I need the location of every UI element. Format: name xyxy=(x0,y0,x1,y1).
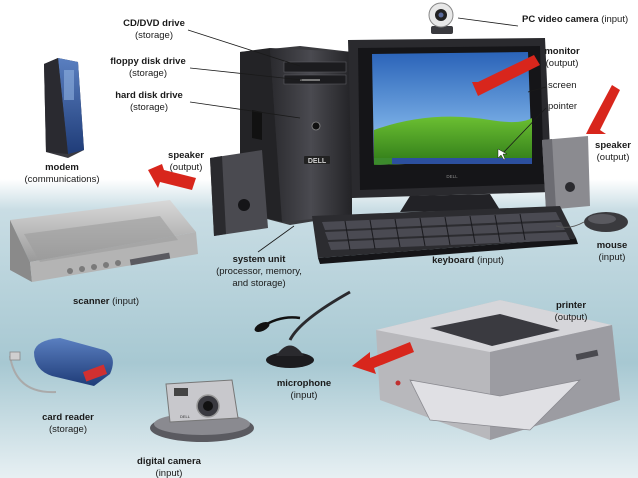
label-modem: modem (communications) xyxy=(14,162,110,186)
monitor-role: (output) xyxy=(545,58,579,69)
label-pc-video-camera: PC video camera (input) xyxy=(522,14,628,26)
speaker-left-role: (output) xyxy=(169,162,203,173)
scanner-role: (input) xyxy=(112,296,139,307)
floppy-slot xyxy=(300,79,320,81)
microphone-role: (input) xyxy=(290,390,318,401)
printer-name: printer xyxy=(555,300,587,311)
floppy-disk-drive-role: (storage) xyxy=(128,68,167,79)
label-printer: printer (output) xyxy=(546,300,596,324)
label-card-reader: card reader (storage) xyxy=(30,412,106,436)
cd-dvd-drive-bay xyxy=(283,61,347,73)
label-microphone: microphone (input) xyxy=(266,378,342,402)
speaker-left-name: speaker xyxy=(168,150,204,161)
label-digital-camera: digital camera (input) xyxy=(128,456,210,478)
keyboard-role: (input) xyxy=(476,255,504,266)
modem-name: modem xyxy=(45,162,79,173)
printer-paper-tray xyxy=(409,379,582,431)
digital-camera: DELL xyxy=(150,379,254,442)
pointer-arrow-icon xyxy=(497,148,508,161)
mouse-name: mouse xyxy=(596,240,628,251)
cd-dvd-drive-name: CD/DVD drive xyxy=(123,18,185,29)
modem-role: (communications) xyxy=(24,174,100,185)
pointer-name: pointer xyxy=(548,101,578,112)
hard-disk-drive-role: (storage) xyxy=(129,102,168,113)
label-hard-disk-drive: hard disk drive (storage) xyxy=(108,90,190,114)
floppy-disk-drive-name: floppy disk drive xyxy=(110,56,186,67)
printer-role: (output) xyxy=(554,312,588,323)
speaker-right xyxy=(542,136,590,210)
speaker-right-arrow-icon xyxy=(586,85,620,134)
monitor-name: monitor xyxy=(544,46,580,57)
label-speaker-right: speaker (output) xyxy=(590,140,636,164)
screen-taskbar xyxy=(374,158,532,164)
red-arrows xyxy=(148,55,620,374)
printer xyxy=(376,300,620,440)
card-reader xyxy=(9,338,113,394)
label-system-unit: system unit (processor, memory, and stor… xyxy=(214,254,304,290)
label-keyboard: keyboard (input) xyxy=(418,255,518,267)
system-unit-tower: DELL xyxy=(240,46,352,225)
mouse xyxy=(555,212,628,232)
card-reader-cable xyxy=(9,355,57,394)
mouse-cable xyxy=(555,221,585,228)
scanner xyxy=(10,200,198,282)
label-monitor: monitor (output) xyxy=(540,46,584,70)
microphone-gooseneck xyxy=(288,290,351,341)
monitor-stand xyxy=(400,194,500,212)
label-screen: screen xyxy=(548,80,577,92)
system-unit-name: system unit xyxy=(232,254,286,265)
callout-lines xyxy=(187,17,547,253)
screen-start-button xyxy=(374,158,392,164)
digital-camera-role: (input) xyxy=(155,468,183,478)
label-mouse: mouse (input) xyxy=(588,240,636,264)
label-floppy-disk-drive: floppy disk drive (storage) xyxy=(106,56,190,80)
speaker-right-role: (output) xyxy=(596,152,630,163)
pc-video-camera-role: (input) xyxy=(601,14,629,25)
keyboard xyxy=(312,206,578,264)
speaker-left-arrow-icon xyxy=(148,164,196,190)
modem xyxy=(44,58,84,158)
monitor-brand: DELL xyxy=(446,174,458,179)
speaker-left xyxy=(210,150,268,236)
label-scanner: scanner (input) xyxy=(58,296,154,308)
mouse-role: (input) xyxy=(598,252,626,263)
cd-dvd-drive-role: (storage) xyxy=(134,30,173,41)
microphone xyxy=(254,290,351,368)
camera-brand: DELL xyxy=(180,414,191,419)
speaker-right-name: speaker xyxy=(595,140,631,151)
system-unit-role-line1: (processor, memory, xyxy=(216,266,302,277)
system-unit-role-line2: and storage) xyxy=(232,278,286,289)
label-pointer: pointer xyxy=(548,101,577,113)
pc-video-camera-name: PC video camera xyxy=(522,14,599,25)
screen-wallpaper-hill xyxy=(374,116,532,165)
tower-badge xyxy=(304,156,330,164)
label-cd-dvd-drive: CD/DVD drive (storage) xyxy=(118,18,190,42)
tower-side-vent xyxy=(252,110,262,140)
card-reader-name: card reader xyxy=(42,412,94,423)
keyboard-name: keyboard xyxy=(432,255,475,266)
scanner-name: scanner xyxy=(72,296,110,307)
printer-arrow-icon xyxy=(352,342,414,374)
power-button-icon xyxy=(311,121,321,131)
screen-name: screen xyxy=(548,80,577,91)
label-speaker-left: speaker (output) xyxy=(162,150,210,174)
pc-video-camera xyxy=(428,2,454,34)
card-reader-role: (storage) xyxy=(48,424,87,435)
digital-camera-name: digital camera xyxy=(137,456,201,467)
monitor-arrow-icon xyxy=(472,55,540,96)
microphone-name: microphone xyxy=(276,378,332,389)
tower-brand-logo: DELL xyxy=(308,158,327,165)
hard-disk-drive-name: hard disk drive xyxy=(115,90,183,101)
